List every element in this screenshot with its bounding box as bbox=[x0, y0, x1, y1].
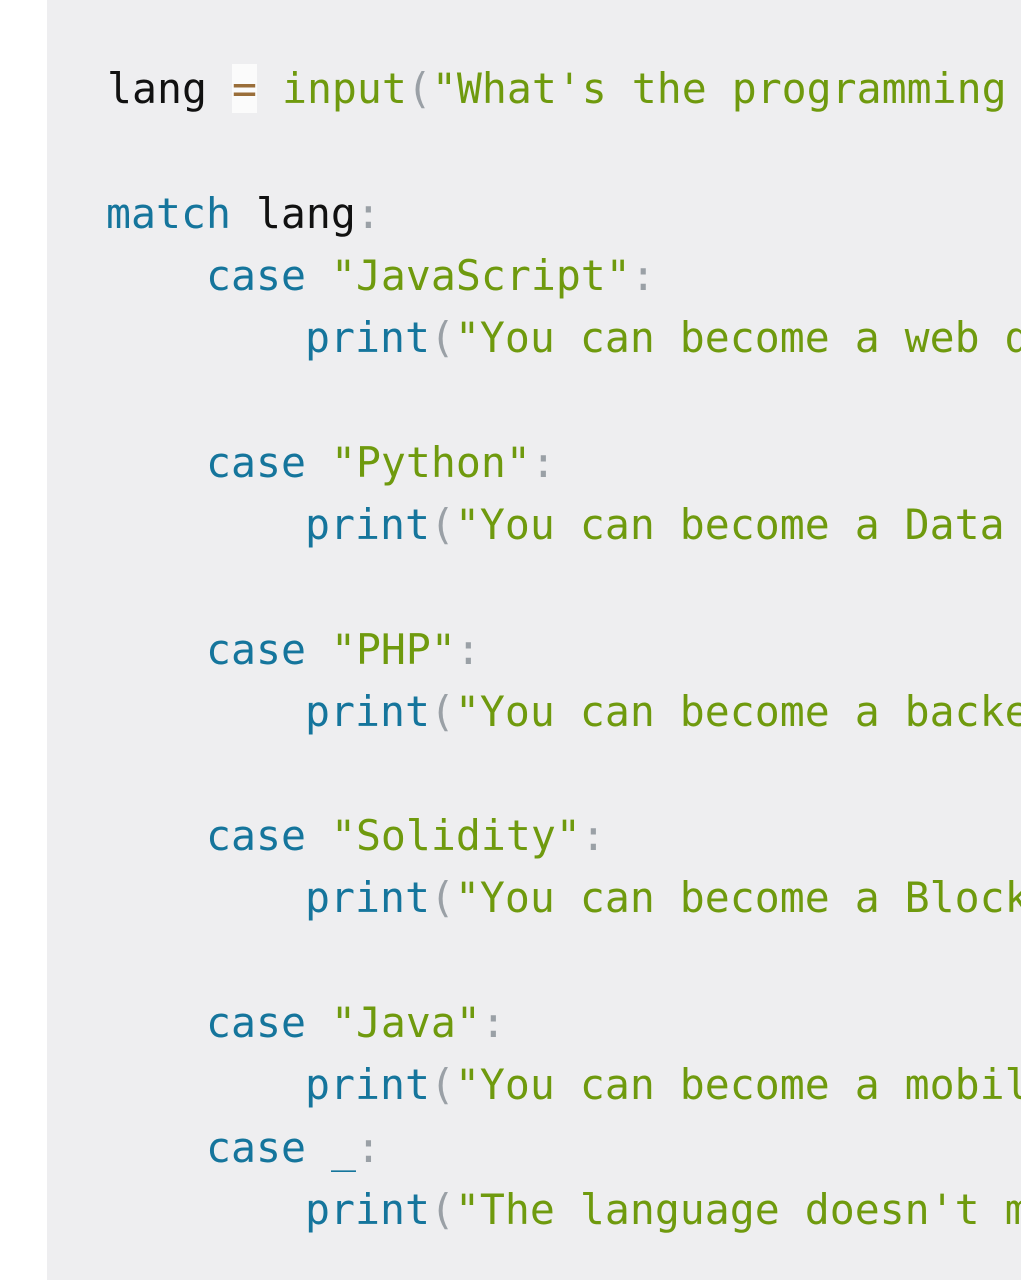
string-literal: "PHP" bbox=[330, 625, 456, 674]
colon: : bbox=[630, 251, 656, 300]
string-literal: "You can become a Block bbox=[454, 873, 1021, 922]
variable-name: lang bbox=[107, 64, 207, 113]
code-block: lang = input("What's the programming mat… bbox=[47, 0, 1021, 1280]
code-line-print-php: print("You can become a backe bbox=[305, 686, 1021, 738]
function-name: print bbox=[305, 500, 430, 549]
function-name: print bbox=[305, 1185, 430, 1234]
string-literal: "You can become a Data bbox=[454, 500, 1005, 549]
colon: : bbox=[580, 811, 606, 860]
open-paren: ( bbox=[429, 1060, 455, 1109]
open-paren: ( bbox=[429, 500, 455, 549]
string-literal: "Java" bbox=[330, 998, 481, 1047]
string-literal: "The language doesn't m bbox=[454, 1185, 1021, 1234]
keyword: match bbox=[106, 189, 231, 238]
code-line-print-javascript: print("You can become a web d bbox=[305, 312, 1021, 364]
code-line-print-default: print("The language doesn't m bbox=[305, 1184, 1021, 1236]
string-literal: "You can become a web d bbox=[454, 313, 1021, 362]
keyword: case bbox=[206, 251, 306, 300]
keyword: case bbox=[206, 811, 306, 860]
colon: : bbox=[355, 1123, 381, 1172]
code-line-match: match lang: bbox=[106, 188, 381, 240]
code-line-case-javascript: case "JavaScript": bbox=[206, 250, 656, 302]
keyword: case bbox=[206, 625, 306, 674]
code-line-case-default: case _: bbox=[206, 1122, 381, 1174]
open-paren: ( bbox=[429, 873, 455, 922]
code-line-case-python: case "Python": bbox=[206, 437, 556, 489]
string-literal: "You can become a mobil bbox=[454, 1060, 1021, 1109]
code-line-case-solidity: case "Solidity": bbox=[206, 810, 606, 862]
string-literal: "Solidity" bbox=[330, 811, 581, 860]
open-paren: ( bbox=[429, 313, 455, 362]
string-literal: "What's the programming bbox=[431, 64, 1007, 113]
function-name: print bbox=[305, 313, 430, 362]
keyword: case bbox=[206, 438, 306, 487]
code-line-print-python: print("You can become a Data bbox=[305, 499, 1005, 551]
function-name: print bbox=[305, 873, 430, 922]
colon: : bbox=[530, 438, 556, 487]
function-name: input bbox=[281, 64, 407, 113]
function-name: print bbox=[305, 1060, 430, 1109]
colon: : bbox=[355, 189, 381, 238]
string-literal: "Python" bbox=[330, 438, 531, 487]
keyword: case bbox=[206, 998, 306, 1047]
colon: : bbox=[480, 998, 506, 1047]
wildcard-pattern: _ bbox=[330, 1123, 356, 1172]
open-paren: ( bbox=[406, 64, 432, 113]
variable-name: lang bbox=[255, 189, 356, 238]
code-line-case-java: case "Java": bbox=[206, 997, 506, 1049]
string-literal: "You can become a backe bbox=[454, 687, 1021, 736]
open-paren: ( bbox=[429, 1185, 455, 1234]
keyword: case bbox=[206, 1123, 306, 1172]
colon: : bbox=[455, 625, 481, 674]
code-line-print-solidity: print("You can become a Block bbox=[305, 872, 1021, 924]
open-paren: ( bbox=[429, 687, 455, 736]
string-literal: "JavaScript" bbox=[330, 251, 631, 300]
function-name: print bbox=[305, 687, 430, 736]
assignment-operator: = bbox=[231, 64, 257, 113]
code-line-lang-input: lang = input("What's the programming bbox=[107, 63, 1007, 115]
code-line-case-php: case "PHP": bbox=[206, 624, 481, 676]
code-line-print-java: print("You can become a mobil bbox=[305, 1059, 1021, 1111]
